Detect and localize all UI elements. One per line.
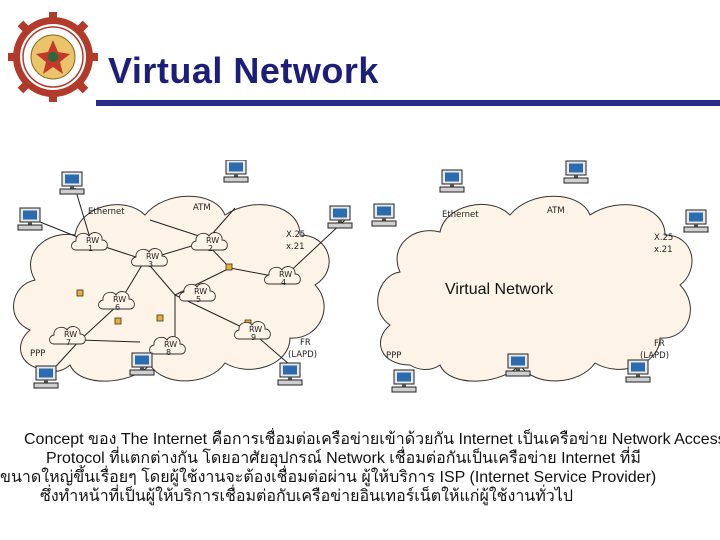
left-atm-label: ATM bbox=[193, 203, 211, 213]
caption-line: Protocol ที่แตกต่างกัน โดยอาศัยอุปกรณ์ N… bbox=[46, 450, 641, 467]
host-computer-icon[interactable] bbox=[277, 362, 303, 386]
router-rw3[interactable]: RW 3 bbox=[131, 248, 168, 269]
network-diagram: RW 1 RW 2 RW 3 RW 4 RW 5 RW 6 RW 7 RW 8 … bbox=[13, 160, 709, 393]
svg-text:RW: RW bbox=[64, 330, 77, 339]
left-x25-label: X.25 bbox=[286, 230, 305, 240]
router-rw4[interactable]: RW 4 bbox=[264, 266, 301, 287]
right-x25-label: X.25 bbox=[654, 233, 673, 243]
host-computer-icon[interactable] bbox=[371, 203, 397, 227]
university-logo bbox=[8, 12, 98, 102]
svg-text:5: 5 bbox=[196, 295, 201, 304]
svg-text:RW: RW bbox=[194, 287, 207, 296]
svg-text:7: 7 bbox=[66, 338, 71, 347]
svg-text:1: 1 bbox=[88, 244, 93, 253]
host-computer-icon[interactable] bbox=[327, 205, 353, 229]
host-computer-icon[interactable] bbox=[505, 353, 531, 377]
gear-seal-icon bbox=[8, 12, 98, 102]
svg-text:4: 4 bbox=[281, 278, 286, 287]
host-computer-icon[interactable] bbox=[129, 352, 155, 376]
right-ppp-label: PPP bbox=[386, 351, 401, 361]
router-rw6[interactable]: RW 6 bbox=[98, 291, 135, 312]
left-fr-label: FR bbox=[300, 338, 311, 348]
page-title: Virtual Network bbox=[108, 50, 379, 91]
svg-text:8: 8 bbox=[166, 348, 171, 357]
left-x21-label: x.21 bbox=[286, 242, 305, 252]
left-lapd-label: (LAPD) bbox=[288, 350, 317, 360]
right-x21-label: x.21 bbox=[654, 245, 673, 255]
router-rw2[interactable]: RW 2 bbox=[191, 232, 228, 253]
svg-text:RW: RW bbox=[164, 340, 177, 349]
host-computer-icon[interactable] bbox=[223, 160, 249, 183]
router-rw5[interactable]: RW 5 bbox=[179, 283, 216, 304]
svg-text:6: 6 bbox=[115, 303, 120, 312]
router-rw8[interactable]: RW 8 bbox=[149, 336, 186, 357]
svg-text:RW: RW bbox=[113, 295, 126, 304]
host-computer-icon[interactable] bbox=[683, 209, 709, 233]
svg-text:RW: RW bbox=[249, 325, 262, 334]
right-lapd-label: (LAPD) bbox=[640, 351, 669, 361]
host-computer-icon[interactable] bbox=[563, 160, 589, 184]
caption-text: Concept ของ The Internet คือการเชื่อมต่อ… bbox=[0, 428, 720, 536]
host-computer-icon[interactable] bbox=[59, 171, 85, 195]
right-fr-label: FR bbox=[654, 339, 665, 349]
router-rw9[interactable]: RW 9 bbox=[234, 321, 271, 342]
host-computer-icon[interactable] bbox=[391, 369, 417, 393]
right-atm-label: ATM bbox=[547, 206, 565, 216]
right-ethernet-label: Ethernet bbox=[442, 210, 479, 220]
svg-text:3: 3 bbox=[148, 260, 153, 269]
caption-line: ขนาดใหญ่ขึ้นเรื่อยๆ โดยผู้ใช้งานจะต้องเช… bbox=[0, 469, 657, 486]
left-ethernet-label: Ethernet bbox=[88, 207, 125, 217]
host-computer-icon[interactable] bbox=[439, 169, 465, 193]
svg-text:RW: RW bbox=[206, 236, 219, 245]
host-computer-icon[interactable] bbox=[33, 365, 59, 389]
host-computer-icon[interactable] bbox=[17, 207, 43, 231]
virtual-network-label: Virtual Network bbox=[445, 281, 554, 298]
host-computer-icon[interactable] bbox=[625, 359, 651, 383]
svg-text:9: 9 bbox=[251, 333, 256, 342]
svg-text:RW: RW bbox=[146, 252, 159, 261]
svg-text:RW: RW bbox=[86, 236, 99, 245]
router-rw7[interactable]: RW 7 bbox=[49, 326, 86, 347]
svg-text:2: 2 bbox=[208, 244, 213, 253]
caption-line: Concept ของ The Internet คือการเชื่อมต่อ… bbox=[24, 431, 720, 448]
svg-text:RW: RW bbox=[279, 270, 292, 279]
left-ppp-label: PPP bbox=[30, 349, 45, 359]
caption-line: ซึ่งทำหน้าที่เป็นผู้ให้บริการเชื่อมต่อกั… bbox=[40, 488, 573, 505]
router-rw1[interactable]: RW 1 bbox=[71, 232, 108, 253]
title-underline-bar bbox=[96, 100, 720, 106]
